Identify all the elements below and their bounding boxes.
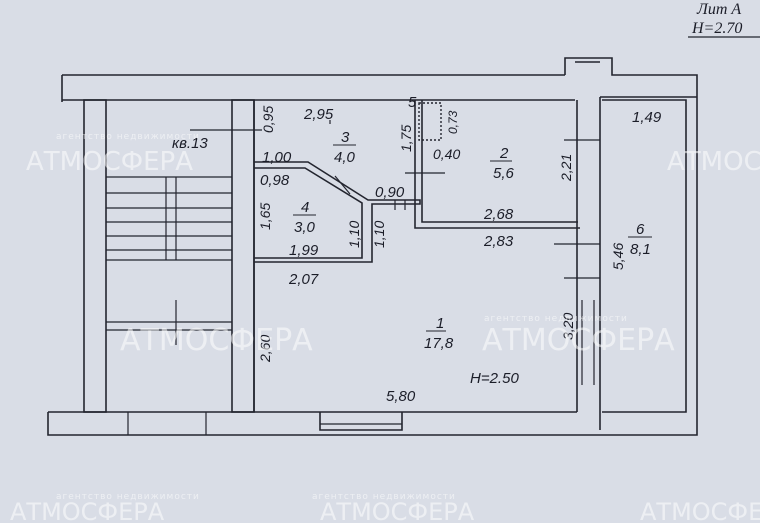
room-2-walls bbox=[394, 100, 580, 229]
room-3-number: 3 bbox=[341, 129, 350, 146]
room-2-number: 2 bbox=[499, 145, 509, 162]
header-lit: Лит А bbox=[696, 1, 741, 18]
dim-1-10-a: 1,10 bbox=[346, 221, 362, 248]
dim-0-90: 0,90 bbox=[375, 184, 405, 201]
top-wall bbox=[61, 57, 698, 102]
dim-1-65: 1,65 bbox=[257, 203, 273, 230]
apartment-label: кв.13 bbox=[172, 135, 208, 152]
dim-1-49: 1,49 bbox=[632, 109, 662, 126]
watermark-brand-bottom-right: АТМОСФЕРА bbox=[640, 498, 760, 523]
room-3-area: 4,0 bbox=[334, 149, 356, 166]
room-1-number: 1 bbox=[436, 315, 444, 332]
dim-0-98: 0,98 bbox=[260, 172, 290, 189]
room-3-walls bbox=[254, 161, 421, 263]
room-4-area: 3,0 bbox=[294, 219, 316, 236]
watermark-brand-bottom-left: АТМОСФЕРА bbox=[10, 498, 165, 523]
dim-1-99: 1,99 bbox=[289, 242, 319, 259]
dim-5-80: 5,80 bbox=[386, 388, 416, 405]
watermark-brand-top-left: АТМОСФЕРА bbox=[26, 147, 193, 177]
dim-2-95: 2,95 bbox=[303, 106, 334, 123]
room-6-walls bbox=[602, 97, 698, 430]
room-5-number: 5 bbox=[408, 94, 417, 111]
bottom-wall bbox=[47, 100, 698, 436]
dim-0-73: 0,73 bbox=[446, 110, 460, 134]
watermarks: АТМОСФЕРА АТМОСФЕРА АТМОСФЕРА АТМОСФЕРА … bbox=[10, 132, 760, 523]
room-4-number: 4 bbox=[301, 199, 309, 216]
room-1-area: 17,8 bbox=[424, 335, 454, 352]
room-6-area: 8,1 bbox=[630, 241, 651, 258]
ventilation-shaft bbox=[418, 102, 442, 141]
watermark-brand-bottom-center: АТМОСФЕРА bbox=[320, 498, 475, 523]
watermark-agency-bottom-center: агентство недвижимости bbox=[312, 492, 456, 502]
watermark-brand-top-right: АТМОСФЕРА bbox=[667, 147, 760, 177]
dim-2-60: 2,60 bbox=[257, 335, 273, 363]
dim-5-46: 5,46 bbox=[610, 243, 626, 270]
room-labels: 1 17,8 2 5,6 3 4,0 4 3,0 5 6 8,1 кв.13 H… bbox=[172, 94, 652, 387]
watermark-brand-center-right: АТМОСФЕРА bbox=[482, 323, 675, 358]
dim-2-68: 2,68 bbox=[483, 206, 514, 223]
dim-1-10-b: 1,10 bbox=[371, 221, 387, 248]
watermark-agency-bottom-left: агентство недвижимости bbox=[56, 492, 200, 502]
dimension-labels: 2,95 1,00 0,98 0,40 0,90 2,68 2,83 1,99 … bbox=[260, 106, 662, 405]
ceiling-height-label: H=2.50 bbox=[470, 370, 519, 387]
dim-1-75: 1,75 bbox=[398, 125, 414, 152]
dim-1-00: 1,00 bbox=[262, 149, 292, 166]
dim-2-83: 2,83 bbox=[483, 233, 514, 250]
room-2-area: 5,6 bbox=[493, 165, 515, 182]
dimension-ticks bbox=[190, 120, 600, 245]
dim-3-20: 3,20 bbox=[560, 313, 576, 340]
dim-2-21: 2,21 bbox=[558, 154, 574, 182]
room-6-number: 6 bbox=[636, 221, 645, 238]
dim-0-40: 0,40 bbox=[433, 146, 460, 162]
right-wall bbox=[564, 97, 601, 430]
dim-0-95: 0,95 bbox=[260, 106, 276, 133]
vertical-dimension-labels: 0,95 1,75 0,73 2,21 1,65 1,10 1,10 2,60 … bbox=[257, 106, 626, 363]
header-height: H=2.70 bbox=[691, 20, 742, 37]
dim-2-07: 2,07 bbox=[288, 271, 319, 288]
watermark-agency-center: агентство недвижимости bbox=[484, 314, 628, 324]
watermark-agency-top-left: агентство недвижимости bbox=[56, 132, 200, 142]
watermark-brand-center-left: АТМОСФЕРА bbox=[120, 323, 313, 358]
